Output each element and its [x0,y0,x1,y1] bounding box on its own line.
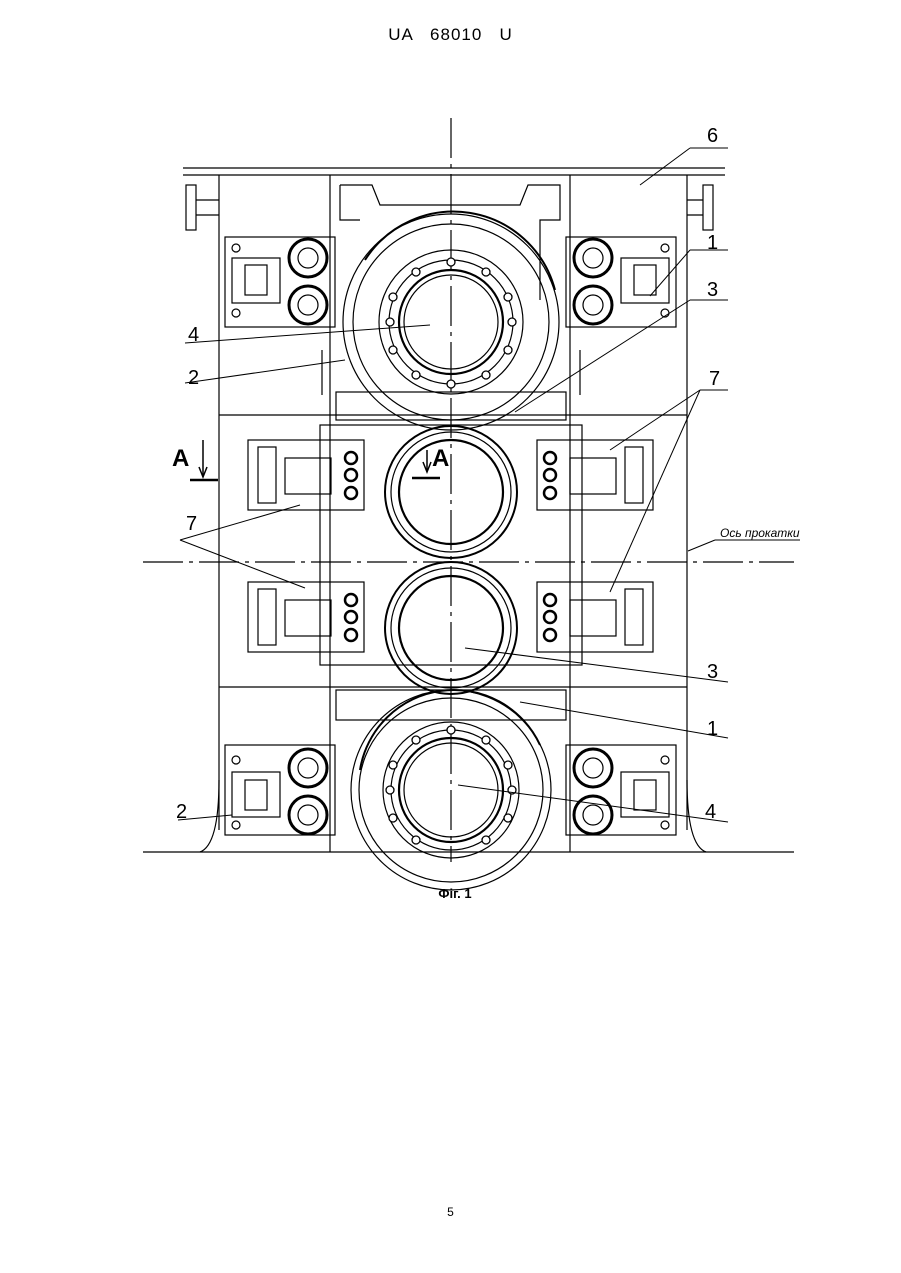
label-1-top: 1 [707,232,718,254]
block-bottom-left [225,745,335,835]
bending-block-upper-left [248,440,364,510]
label-7-right-top: 7 [709,368,720,390]
label-4-bottom: 4 [705,801,716,823]
page-number: 5 [0,1205,901,1219]
block-bottom-right [566,745,676,835]
rolling-axis-label: Ось прокатки [720,526,800,540]
label-6: 6 [707,125,718,147]
block-top-left [225,237,335,327]
bending-block-lower-right [537,582,653,652]
leader-lines [178,148,728,822]
label-1-bottom: 1 [707,718,718,740]
label-a-left: A [172,445,189,472]
label-2-left: 2 [188,367,199,389]
bending-block-lower-left [248,582,364,652]
label-3-top: 3 [707,279,718,301]
figure-caption: Фіг. 1 [0,886,901,901]
block-top-right [566,237,676,327]
bending-block-upper-right [537,440,653,510]
stand-frame [143,168,794,852]
label-4-left: 4 [188,324,199,346]
label-a-center: A [432,445,449,472]
label-7-left: 7 [186,513,197,535]
label-3-bottom: 3 [707,661,718,683]
rolling-axis [143,540,800,562]
label-2-bottom: 2 [176,801,187,823]
